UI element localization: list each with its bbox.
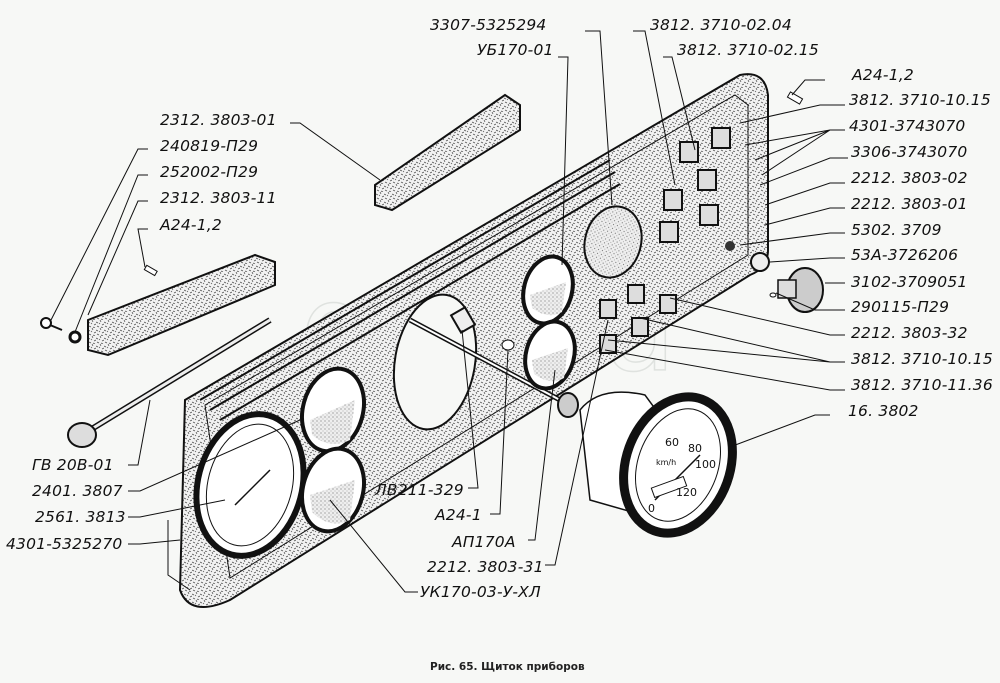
cable-nut <box>557 392 579 418</box>
callout-label: А24-1 <box>434 506 482 524</box>
speed-unit: km/h <box>656 458 676 467</box>
callout-label: 3812. 3710-02.04 <box>650 16 792 34</box>
callout-label: 3307-5325294 <box>430 16 546 34</box>
callout-label: УК170-03-У-ХЛ <box>420 583 541 601</box>
speed-tick-80: 80 <box>688 442 702 455</box>
callout-label: 2401. 3807 <box>32 482 123 500</box>
callout-label: 2312. 3803-01 <box>160 111 277 129</box>
callout-label: 53А-3726206 <box>851 246 958 264</box>
callout-label: 252002-П29 <box>160 163 258 181</box>
callout-label: 290115-П29 <box>851 298 949 316</box>
speed-tick-60: 60 <box>665 436 679 449</box>
indicator-lens <box>583 205 643 279</box>
speedometer-cable <box>67 317 272 448</box>
small-lamp <box>501 339 515 351</box>
callout-label: 3812. 3710-11.36 <box>851 376 993 394</box>
washer <box>68 330 82 344</box>
callout-label: 3306-3743070 <box>851 143 967 161</box>
callout-label: А24-1,2 <box>159 216 222 234</box>
callout-label: 2312. 3803-11 <box>160 189 277 207</box>
speedometer: 60 80 100 120 km/h 0 <box>579 391 737 538</box>
fuel-pressure-gauge <box>300 446 366 534</box>
switch-block-upper <box>374 93 521 212</box>
callout-label: 3812. 3710-02.15 <box>677 41 819 59</box>
fuel-level-gauge <box>521 254 575 326</box>
callout-labels: 3307-5325294 УБ170-01 3812. 3710-02.04 3… <box>6 16 993 601</box>
callout-label: ЛВ211-329 <box>374 481 464 499</box>
callout-label: 2212. 3803-31 <box>427 558 544 576</box>
figure-caption: Рис. 65. Щиток приборов <box>430 661 585 673</box>
lamp-bulb-top <box>786 91 804 105</box>
callout-label: 2561. 3813 <box>35 508 126 526</box>
tachometer-gauge <box>193 411 307 559</box>
lamp-socket <box>750 252 770 272</box>
callout-label: ГВ 20В-01 <box>32 456 114 474</box>
callout-label: 3102-3709051 <box>851 273 967 291</box>
lamp-bulb <box>143 264 158 277</box>
callout-label: 2212. 3803-32 <box>851 324 968 342</box>
control-knob <box>769 267 824 313</box>
callout-label: 3812. 3710-10.15 <box>849 91 991 109</box>
switch-cluster-lower <box>599 284 677 354</box>
leader-lines <box>49 30 848 593</box>
speed-tick-100: 100 <box>695 458 716 471</box>
callout-label: А24-1,2 <box>851 66 914 84</box>
toggle-switch <box>725 241 735 251</box>
screw <box>40 317 63 331</box>
callout-label: 4301-3743070 <box>849 117 965 135</box>
speed-tick-120: 120 <box>676 486 697 499</box>
callout-label: 240819-П29 <box>160 137 258 155</box>
speed-tick-0: 0 <box>648 502 655 515</box>
callout-label: 2212. 3803-01 <box>851 195 968 213</box>
callout-label: 16. 3802 <box>848 402 919 420</box>
callout-label: 4301-5325270 <box>6 535 122 553</box>
switch-block-lower <box>87 253 276 357</box>
callout-label: 2212. 3803-02 <box>851 169 968 187</box>
callout-label: 5302. 3709 <box>851 221 942 239</box>
callout-label: УБ170-01 <box>477 41 554 59</box>
lamp-holder <box>449 305 477 335</box>
switch-cluster-upper <box>659 127 731 243</box>
ammeter-gauge <box>523 319 577 391</box>
temperature-gauge <box>300 366 366 454</box>
callout-label: 3812. 3710-10.15 <box>851 350 993 368</box>
callout-label: АП170А <box>451 533 516 551</box>
